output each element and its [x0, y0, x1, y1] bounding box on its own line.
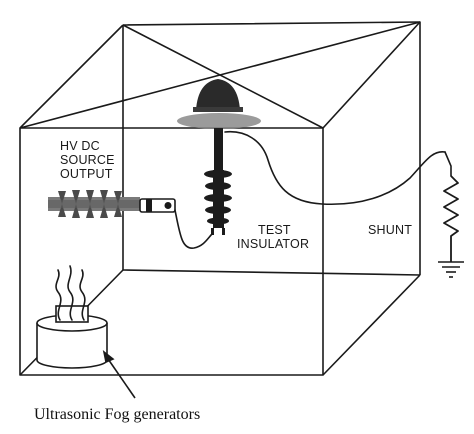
fog-cloud — [177, 113, 261, 129]
insulator-terminal-left — [211, 228, 214, 235]
roof-diagonal-2 — [19, 21, 421, 129]
caption-arrow — [102, 350, 136, 399]
insulator-shed-2 — [205, 182, 231, 190]
hv-source-bushing — [48, 190, 176, 218]
shunt-label: SHUNT — [368, 223, 413, 237]
cap-dome — [196, 79, 240, 110]
chamber-edge-top-right — [322, 21, 421, 129]
hv-source-label-line-1: HV DC — [60, 139, 100, 153]
vapor-wisp-2 — [67, 265, 74, 321]
test-insulator-label-line-1: TEST — [258, 223, 291, 237]
shunt-resistor — [443, 175, 459, 262]
insulator-shed-4 — [205, 206, 231, 214]
fog-vapor — [55, 265, 86, 321]
cap-ring — [193, 107, 243, 112]
shunt-lead-top — [444, 151, 452, 177]
wiring — [174, 131, 452, 249]
insulator-shed-1 — [204, 170, 232, 178]
figure-caption: Ultrasonic Fog generators — [34, 406, 201, 423]
insulator-shed-5 — [207, 217, 229, 225]
vapor-wisp-1 — [55, 269, 62, 321]
ground-lead-wire — [224, 131, 446, 206]
caption-arrowhead — [102, 350, 115, 364]
insulator-cap — [177, 79, 261, 129]
chamber-edge-bottom-right — [322, 274, 421, 376]
test-insulator — [204, 128, 232, 235]
hv-source-label-line-2: SOURCE — [60, 153, 115, 167]
ground-symbol — [438, 261, 464, 278]
resistor-zigzag — [443, 175, 459, 262]
insulator-rod-upper — [214, 128, 223, 173]
hv-source-label-line-3: OUTPUT — [60, 167, 113, 181]
caption-arrow-line — [105, 355, 136, 399]
insulator-terminal-right — [222, 228, 225, 235]
hv-electrode-band — [146, 199, 152, 212]
chamber-edge-top-left — [19, 24, 124, 129]
test-insulator-label-line-2: INSULATOR — [237, 237, 310, 251]
vapor-wisp-3 — [79, 269, 86, 321]
fog-generator — [36, 305, 108, 369]
hv-lead-wire — [174, 209, 213, 249]
fog-chamber-box — [19, 21, 421, 376]
roof-diagonal-1 — [122, 24, 324, 129]
hv-electrode-tip — [164, 202, 172, 209]
generator-body — [36, 323, 108, 369]
bushing-texture — [48, 200, 140, 208]
insulator-shed-3 — [204, 194, 232, 202]
